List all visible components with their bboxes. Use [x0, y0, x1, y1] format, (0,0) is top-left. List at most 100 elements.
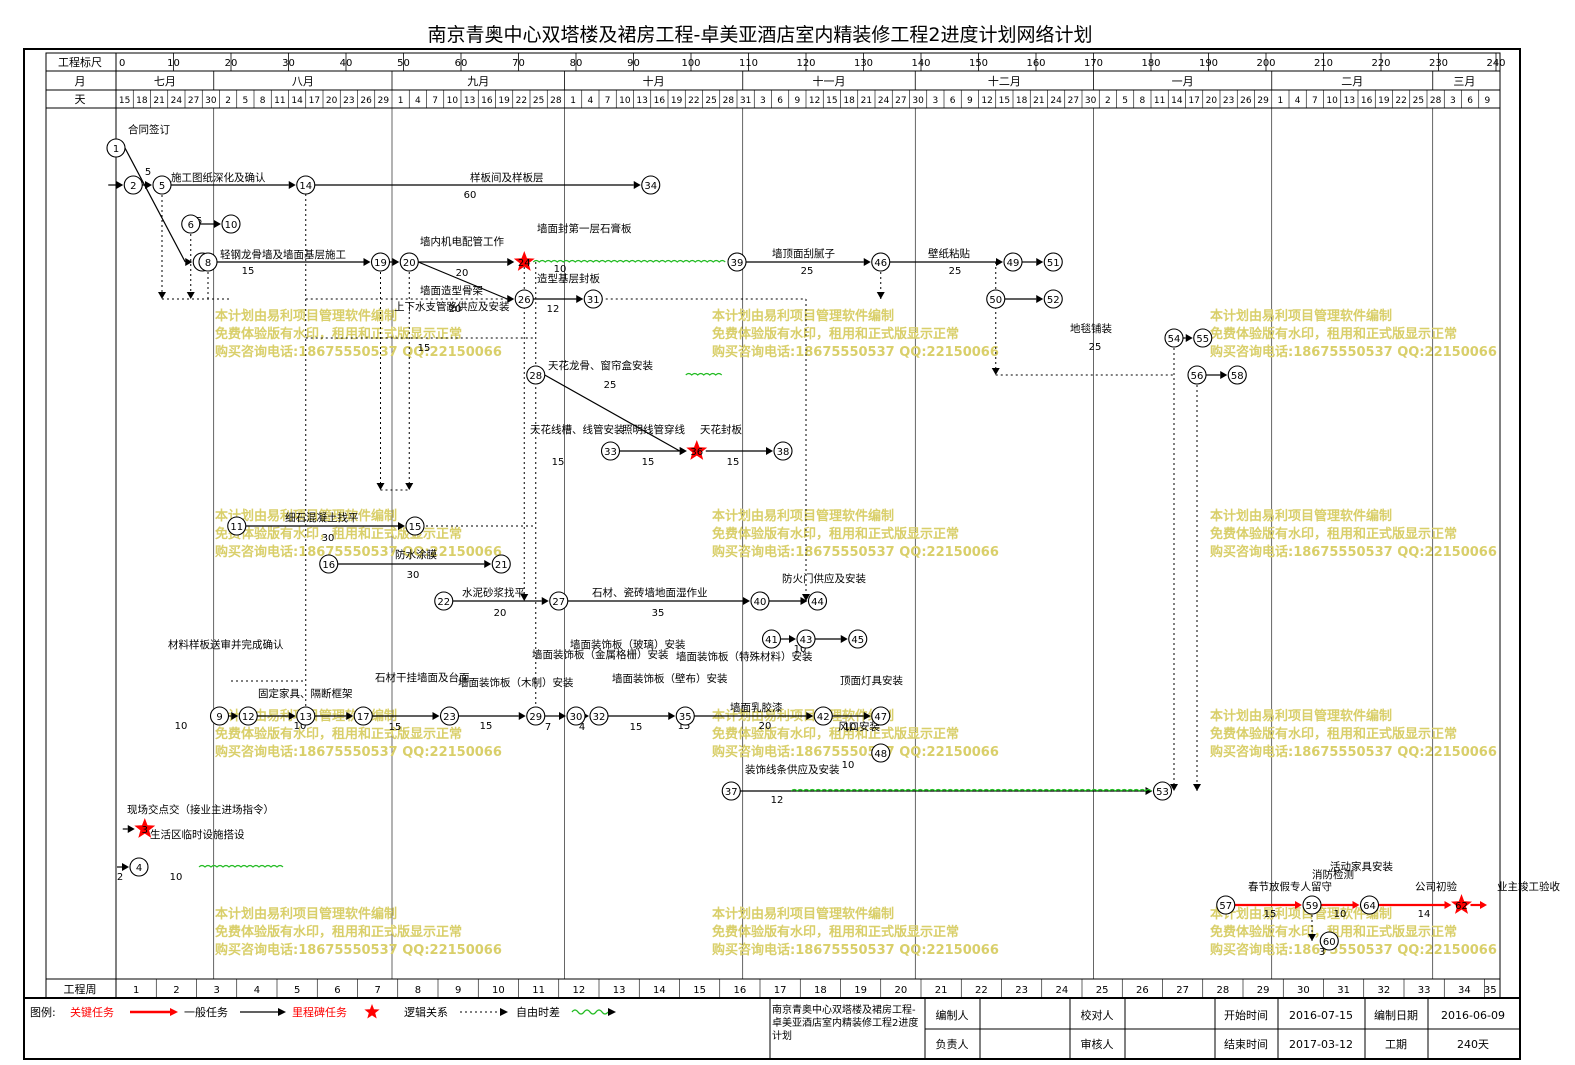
- activity-label: 地毯铺装: [1070, 322, 1112, 335]
- footer-duration-value: 240天: [1457, 1038, 1489, 1051]
- event-node-id: 11: [230, 522, 243, 533]
- activity-label: 样板间及样板层: [470, 171, 544, 184]
- event-node-id: 45: [851, 635, 864, 646]
- legend-critical-label: 关键任务: [70, 1005, 114, 1019]
- activity-duration: 4: [579, 722, 585, 733]
- activity-label: 造型基层封板: [537, 272, 600, 285]
- watermark-text: 购买咨询电话:18675550537 QQ:22150066: [1210, 544, 1497, 560]
- event-node: [600, 441, 621, 461]
- scale-tick-label: 100: [681, 58, 700, 69]
- event-node: [871, 252, 891, 272]
- event-node-id: 28: [529, 371, 542, 382]
- day-label: 1: [398, 96, 404, 106]
- event-node-id: 14: [299, 181, 312, 192]
- outer-frame: [23, 48, 1521, 1060]
- day-label: 24: [878, 96, 890, 106]
- watermark-text: 本计划由易利项目管理软件编制: [1210, 708, 1392, 724]
- day-label: 16: [1361, 96, 1373, 106]
- event-node-id: 22: [437, 597, 450, 608]
- day-label: 19: [671, 96, 683, 106]
- day-label: 24: [1050, 96, 1062, 106]
- logic-link-head: [376, 483, 385, 490]
- event-node-id: 38: [777, 447, 790, 458]
- day-label: 4: [415, 96, 421, 106]
- activity-duration: 30: [407, 570, 420, 581]
- day-label: 1: [570, 96, 576, 106]
- day-label: 5: [1122, 96, 1128, 106]
- event-node-id: 42: [817, 712, 830, 723]
- event-node: [675, 706, 695, 726]
- week-label: 32: [1378, 985, 1391, 996]
- week-label: 19: [854, 985, 867, 996]
- activity-duration: 2: [117, 872, 123, 883]
- milestone-star-icon: [1451, 894, 1472, 914]
- activity-label: 细石混凝土找平: [285, 511, 359, 524]
- event-node: [296, 175, 316, 195]
- event-node: [353, 706, 373, 726]
- day-label: 20: [326, 96, 338, 106]
- event-node-id: 17: [357, 712, 370, 723]
- week-label: 34: [1458, 985, 1471, 996]
- week-label: 29: [1257, 985, 1270, 996]
- week-label: 24: [1056, 985, 1069, 996]
- day-label: 16: [481, 96, 493, 106]
- activity-duration: 60: [464, 190, 477, 201]
- activity-duration: 20: [449, 304, 462, 315]
- scale-tick-label: 50: [397, 58, 410, 69]
- activity-duration: 15: [242, 266, 255, 277]
- week-label: 20: [895, 985, 908, 996]
- month-label: 二月: [1341, 75, 1363, 88]
- day-label: 10: [1326, 96, 1338, 106]
- event-node: [399, 252, 419, 272]
- activity-duration: 10: [170, 872, 183, 883]
- day-label: 30: [912, 96, 924, 106]
- scale-tick-label: 10: [167, 58, 180, 69]
- activity-label: 墙面装饰板（木制）安装: [458, 676, 574, 689]
- activity-arrow-head: [1185, 334, 1193, 342]
- event-node-id: 12: [242, 712, 255, 723]
- event-node-id: 43: [800, 635, 813, 646]
- scale-row-label: 工程标尺: [58, 55, 102, 69]
- event-node-id: 35: [679, 712, 692, 723]
- activity-arrow-head: [996, 258, 1003, 266]
- day-label: 27: [188, 96, 199, 106]
- watermark-text: 免费体验版有水印，租用和正式版显示正常: [1210, 726, 1457, 742]
- day-label: 9: [967, 96, 973, 106]
- event-node: [807, 591, 828, 611]
- activity-label: 轻钢龙骨墙及墙面基层施工: [220, 248, 346, 261]
- watermark-text: 免费体验版有水印，租用和正式版显示正常: [215, 326, 462, 342]
- scale-tick-label: 160: [1026, 58, 1045, 69]
- free-float-line: [790, 788, 1152, 792]
- footer-project-box: 南京青奥中心双塔楼及裙房工程-卓美亚酒店室内精装修工程2进度计划: [772, 1005, 918, 1042]
- week-label: 2: [173, 985, 179, 996]
- scale-tick-label: 180: [1141, 58, 1160, 69]
- activity-arrow-head: [214, 220, 221, 228]
- activity-arrow-head: [1036, 258, 1044, 266]
- week-label: 16: [734, 985, 747, 996]
- activity-label: 材料样板送审并完成确认: [168, 638, 284, 651]
- activity-duration: 35: [652, 608, 665, 619]
- day-label: 30: [1085, 96, 1097, 106]
- footer-end-label: 结束时间: [1224, 1038, 1268, 1051]
- week-label: 23: [1015, 985, 1028, 996]
- scale-tick-label: 210: [1314, 58, 1333, 69]
- free-float-line: [198, 864, 284, 868]
- watermark-text: 购买咨询电话:18675550537 QQ:22150066: [712, 544, 999, 560]
- legend-normal-arrowhead: [278, 1008, 286, 1016]
- scale-tick-label: 60: [455, 58, 468, 69]
- activity-arrow-head: [1295, 901, 1302, 909]
- event-node: [227, 516, 247, 536]
- activity-arrow-head: [185, 258, 193, 266]
- day-label: 1: [1278, 96, 1284, 106]
- activity-arrow-head: [766, 447, 773, 455]
- scale-tick-label: 220: [1371, 58, 1390, 69]
- day-label: 7: [1312, 96, 1318, 106]
- activity-label: 天花封板: [700, 423, 742, 436]
- watermark-text: 免费体验版有水印，租用和正式版显示正常: [215, 924, 462, 940]
- day-label: 22: [1395, 96, 1406, 106]
- event-node: [848, 629, 868, 649]
- event-node-id: 1: [113, 144, 119, 155]
- activity-duration: 20: [759, 721, 772, 732]
- day-label: 27: [895, 96, 906, 106]
- week-label: 10: [492, 985, 505, 996]
